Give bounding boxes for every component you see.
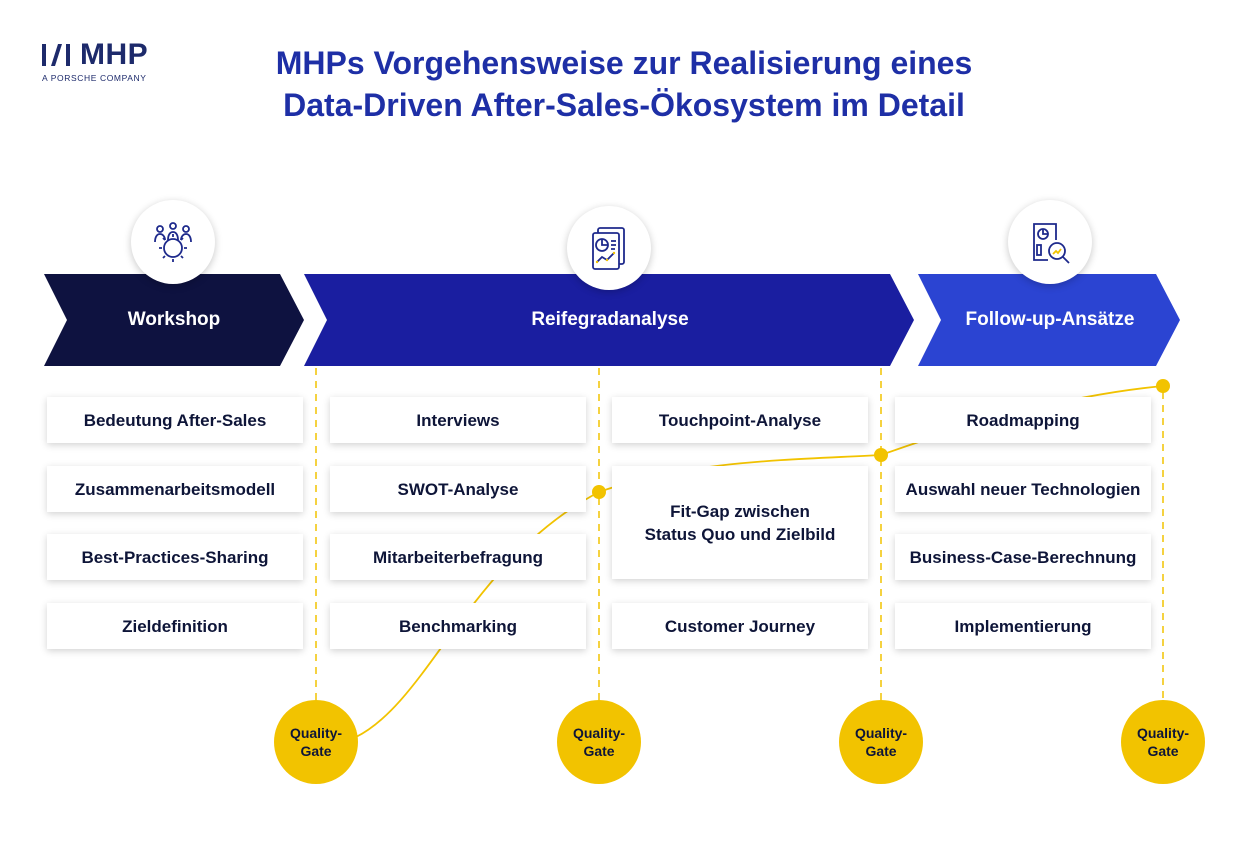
phase-label-workshop: Workshop <box>127 309 221 330</box>
card-implementierung: Implementierung <box>895 603 1151 649</box>
curve-point-1 <box>592 485 606 499</box>
phase-arrow-reifegrad <box>304 274 914 366</box>
quality-gate-1-line-1: Quality- <box>289 725 343 741</box>
card-interviews: Interviews <box>330 397 586 443</box>
page-title: MHPs Vorgehensweise zur Realisierung ein… <box>150 42 1098 126</box>
card-best-practices-sharing: Best-Practices-Sharing <box>47 534 303 580</box>
quality-gate-2-line-1: Quality- <box>572 725 626 741</box>
quality-gate-2-line-2: Gate <box>583 743 615 759</box>
curve-point-3 <box>1156 379 1170 393</box>
brand-tagline: A PORSCHE COMPANY <box>42 73 147 83</box>
quality-gate-4-line-2: Gate <box>1147 743 1179 759</box>
quality-gate-2: Quality- Gate <box>557 700 641 784</box>
reifegrad-icon-badge <box>567 206 651 290</box>
card-mitarbeiterbefragung: Mitarbeiterbefragung <box>330 534 586 580</box>
card-touchpoint-analyse: Touchpoint-Analyse <box>612 397 868 443</box>
mhp-logo: MHP A PORSCHE COMPANY <box>42 38 162 90</box>
quality-gate-3-line-1: Quality- <box>854 725 908 741</box>
card-auswahl-neuer-technologien: Auswahl neuer Technologien <box>895 466 1151 512</box>
card-zieldefinition: Zieldefinition <box>47 603 303 649</box>
quality-gate-3: Quality- Gate <box>839 700 923 784</box>
card-bedeutung-after-sales: Bedeutung After-Sales <box>47 397 303 443</box>
card-fit-gap-line-1: Fit-Gap zwischen <box>670 501 810 521</box>
followup-icon-badge <box>1008 200 1092 284</box>
card-fit-gap: Fit-Gap zwischen Status Quo und Zielbild <box>612 466 868 579</box>
report-chart-icon <box>592 227 625 270</box>
workshop-icon-badge <box>131 200 215 284</box>
quality-gate-4-line-1: Quality- <box>1136 725 1190 741</box>
card-business-case-berechnung: Business-Case-Berechnung <box>895 534 1151 580</box>
mhp-logo-mark-icon <box>42 44 70 66</box>
title-line-2: Data-Driven After-Sales-Ökosystem im Det… <box>283 87 965 123</box>
team-gear-icon <box>154 222 192 262</box>
quality-gate-1-line-2: Gate <box>300 743 332 759</box>
curve-point-2 <box>874 448 888 462</box>
document-magnifier-icon <box>1033 223 1070 264</box>
quality-gate-1: Quality- Gate <box>274 700 358 784</box>
card-zusammenarbeitsmodell: Zusammenarbeitsmodell <box>47 466 303 512</box>
title-line-1: MHPs Vorgehensweise zur Realisierung ein… <box>275 45 973 81</box>
quality-gate-3-line-2: Gate <box>865 743 897 759</box>
card-benchmarking: Benchmarking <box>330 603 586 649</box>
phase-arrow-workshop <box>44 274 304 366</box>
phase-arrow-followup <box>918 274 1180 366</box>
phase-label-reifegradanalyse: Reifegradanalyse <box>531 309 689 330</box>
card-roadmapping: Roadmapping <box>895 397 1151 443</box>
quality-gate-4: Quality- Gate <box>1121 700 1205 784</box>
phase-label-follow-up: Follow-up-Ansätze <box>965 309 1135 330</box>
card-swot-analyse: SWOT-Analyse <box>330 466 586 512</box>
card-customer-journey: Customer Journey <box>612 603 868 649</box>
card-fit-gap-line-2: Status Quo und Zielbild <box>644 524 836 544</box>
brand-name: MHP <box>80 38 149 71</box>
